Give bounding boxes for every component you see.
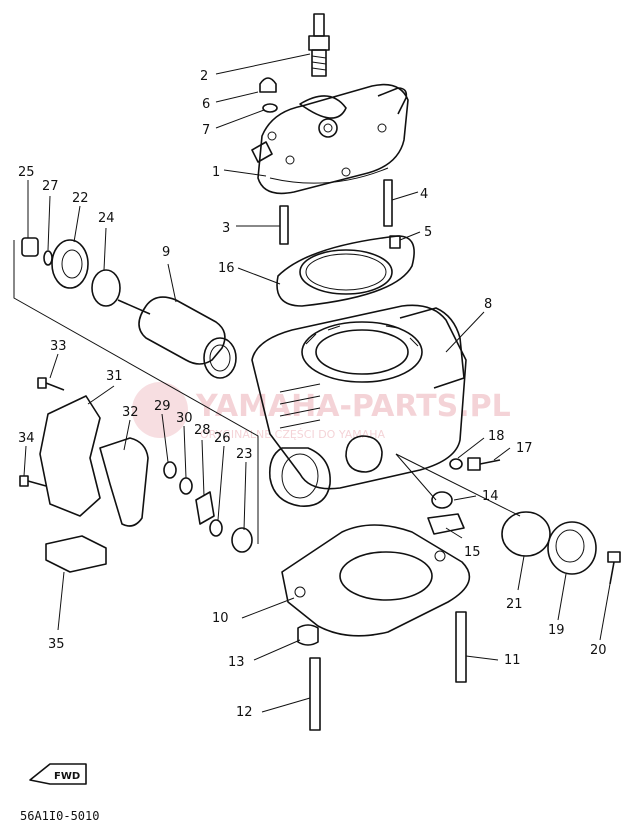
callout-14: 14 <box>482 489 499 504</box>
callout-10: 10 <box>212 611 229 626</box>
collar-30 <box>179 477 193 495</box>
callout-15: 15 <box>464 545 481 560</box>
housing-cover <box>51 239 89 289</box>
callout-29: 29 <box>154 399 171 414</box>
spark-plug <box>308 13 330 77</box>
cylinder-head <box>251 83 409 195</box>
clip <box>45 535 107 573</box>
callout-23: 23 <box>236 447 253 462</box>
stud-11 <box>455 611 467 683</box>
parts <box>13 13 621 731</box>
washer-29 <box>163 461 177 479</box>
callout-labels: 2 6 7 1 3 4 5 16 8 9 25 27 22 24 33 31 3… <box>18 69 607 720</box>
nut-14 <box>431 491 453 509</box>
callout-13: 13 <box>228 655 245 670</box>
cap <box>21 237 39 257</box>
cover-19 <box>547 521 597 575</box>
callout-35: 35 <box>48 637 65 652</box>
stud-short <box>279 205 289 245</box>
bush-26 <box>209 519 223 537</box>
seal-23 <box>231 527 253 553</box>
callout-7: 7 <box>202 123 210 138</box>
callout-17: 17 <box>516 441 533 456</box>
callout-4: 4 <box>420 187 428 202</box>
callout-32: 32 <box>122 405 139 420</box>
bolt-17 <box>467 457 501 471</box>
callout-21: 21 <box>506 597 523 612</box>
callout-1: 1 <box>212 165 220 180</box>
callout-2: 2 <box>200 69 208 84</box>
forward-arrow-icon: FWD <box>29 763 87 785</box>
callout-27: 27 <box>42 179 59 194</box>
callout-8: 8 <box>484 297 492 312</box>
callout-11: 11 <box>504 653 521 668</box>
stud-12 <box>309 657 321 731</box>
callout-18: 18 <box>488 429 505 444</box>
callout-19: 19 <box>548 623 565 638</box>
bracket-15 <box>427 513 465 535</box>
callout-22: 22 <box>72 191 89 206</box>
callout-24: 24 <box>98 211 115 226</box>
callout-3: 3 <box>222 221 230 236</box>
bolt-20 <box>607 551 621 585</box>
power-valve-shaft <box>117 296 237 379</box>
dowel-pin <box>389 235 401 249</box>
callout-33: 33 <box>50 339 67 354</box>
washer-18 <box>449 458 463 470</box>
valve-cover-bracket <box>39 395 101 517</box>
bracket-gasket <box>99 437 149 527</box>
watermark-tagline: ORYGINALNE CZĘŚCI DO YAMAHA <box>200 428 386 441</box>
acorn-nut <box>259 77 277 93</box>
watermark: YAMAHA-PARTS.PL ORYGINALNE CZĘŚCI DO YAM… <box>132 382 511 441</box>
callout-28: 28 <box>194 423 211 438</box>
drawing-code: 56A1I0-5010 <box>20 809 99 823</box>
gasket-21 <box>501 511 551 557</box>
callout-25: 25 <box>18 165 35 180</box>
group-bracket-line <box>13 240 259 544</box>
callout-34: 34 <box>18 431 35 446</box>
bolt-34 <box>19 475 47 487</box>
o-ring-large <box>91 269 121 307</box>
cylinder <box>251 304 467 507</box>
callout-26: 26 <box>214 431 231 446</box>
callout-31: 31 <box>106 369 123 384</box>
watermark-logo <box>132 382 188 438</box>
leader-lines <box>23 53 611 713</box>
base-gasket <box>281 524 471 637</box>
dowel-13 <box>297 624 319 646</box>
watermark-brand: YAMAHA-PARTS.PL <box>195 389 511 424</box>
o-ring-small <box>43 250 53 266</box>
head-gasket <box>276 235 415 307</box>
fwd-label: FWD <box>54 771 80 782</box>
bolt-33 <box>37 377 65 391</box>
lever-28 <box>195 491 215 525</box>
washer <box>262 103 278 113</box>
callout-6: 6 <box>202 97 210 112</box>
stud-long <box>383 179 393 227</box>
callout-30: 30 <box>176 411 193 426</box>
callout-16: 16 <box>218 261 235 276</box>
callout-20: 20 <box>590 643 607 658</box>
callout-9: 9 <box>162 245 170 260</box>
callout-12: 12 <box>236 705 253 720</box>
callout-5: 5 <box>424 225 432 240</box>
